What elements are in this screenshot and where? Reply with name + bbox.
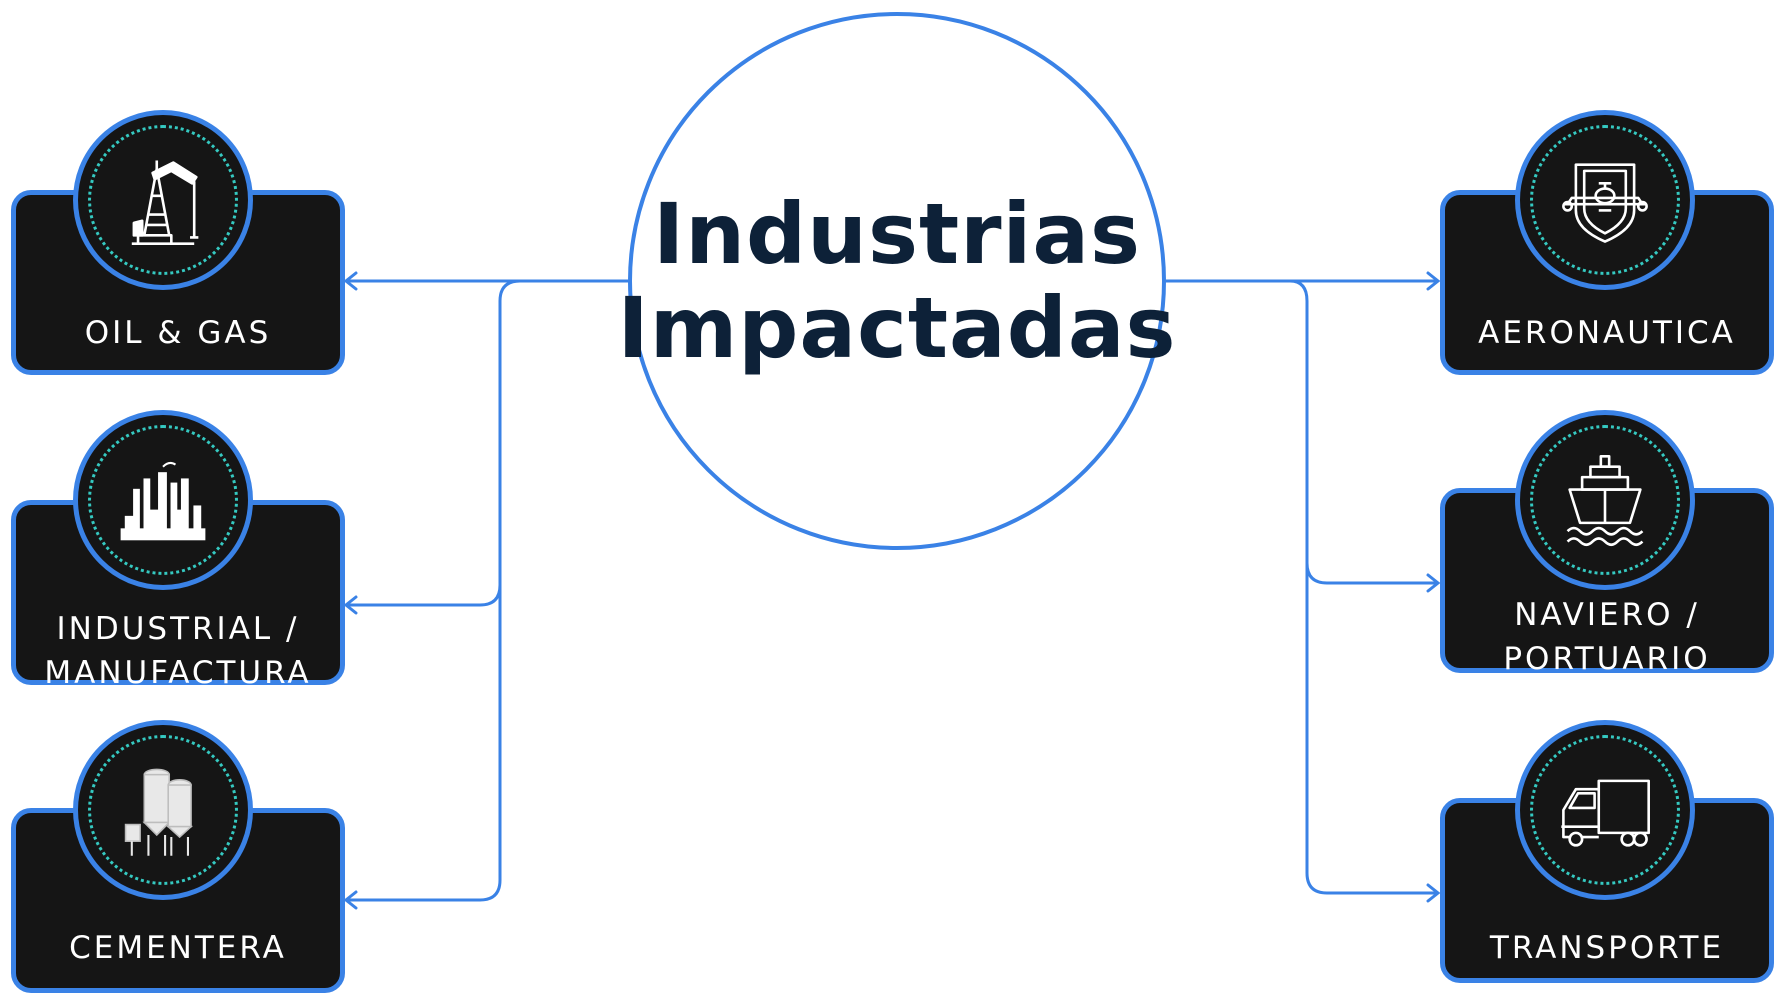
connector-naviero [1305,562,1436,585]
card-industrial: INDUSTRIAL / MANUFACTURA [11,500,345,691]
badge-ring [88,735,238,885]
connector-industrial [348,584,502,607]
arrowhead-industrial [343,595,358,615]
badge-ring [1530,425,1680,575]
factory-icon [120,461,206,541]
hub-circle: Industrias Impactadas [617,12,1176,550]
hub-title: Industrias Impactadas [617,184,1177,377]
arrowhead-oil-gas [343,271,358,291]
ship-icon [1566,455,1644,547]
card-label-oil-gas: OIL & GAS [84,315,272,351]
card-label-cementera: CEMENTERA [69,930,287,966]
badge-industrial [73,410,253,590]
oil-pump-icon [131,160,199,245]
badge-ring [88,125,238,275]
arrowhead-transporte [1426,883,1441,903]
card-label-transporte: TRANSPORTE [1489,930,1725,966]
arrowhead-naviero [1426,573,1441,593]
card-label-aeronautica: AERONAUTICA [1478,315,1736,351]
badge-transporte [1515,720,1695,900]
card-label-industrial: INDUSTRIAL / MANUFACTURA [44,611,312,691]
card-label-naviero: NAVIERO / PORTUARIO [1503,597,1711,677]
truck-icon [1561,779,1650,847]
badge-ring [88,425,238,575]
airplane-shield-icon [1562,163,1648,243]
badge-naviero [1515,410,1695,590]
badge-ring [1530,125,1680,275]
badge-cementera [73,720,253,900]
arrowhead-aeronautica [1426,271,1441,291]
badge-aeronautica [1515,110,1695,290]
connector-right-trunk [1289,279,1328,895]
cement-silo-icon [124,768,194,856]
arrowhead-cementera [343,890,358,910]
badge-oil-gas [73,110,253,290]
badge-ring [1530,735,1680,885]
